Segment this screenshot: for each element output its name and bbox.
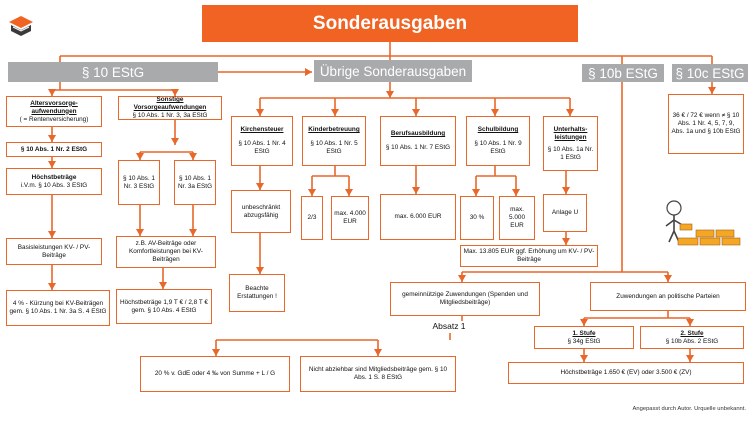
box-kuerzung: 4 % - Kürzung bei KV-Beiträgen gem. § 10… (6, 290, 110, 326)
stufe2-para: § 10b Abs. 2 EStG (665, 337, 719, 345)
box-komfort: z.B. AV-Beiträge oder Komfortleistungen … (116, 236, 216, 268)
sonstige-hb-label: Höchstbeträge 1,9 T € / 2,8 T € gem. § 1… (120, 298, 208, 314)
box-kinder-max: max. 4.000 EUR (331, 196, 369, 240)
kuerzung-label: 4 % - Kürzung bei KV-Beiträgen gem. § 10… (9, 300, 107, 315)
box-mitglieds: Nicht abziehbar sind Mitgliedsbeiträge g… (300, 356, 456, 392)
section-estg10c: § 10c EStG (672, 64, 748, 82)
box-vorsorge-hoechstbetraege: Höchstbeträge i.V.m. § 10 Abs. 3 EStG (6, 168, 102, 195)
box-anlage-u: Anlage U (543, 194, 587, 232)
beachte-label: Beachte Erstattungen ! (237, 285, 277, 300)
basisleistungen-label: Basisleistungen KV- / PV-Beiträge (17, 243, 91, 259)
box-gde: 20 % v. GdE oder 4 ‰ von Summe + L / G (140, 356, 290, 392)
kinder-max-label: max. 4.000 EUR (334, 210, 366, 225)
stufe2-title: 2. Stufe (680, 329, 704, 337)
stufe1-para: § 34g EStG (567, 337, 601, 345)
box-unterhalt: Unterhalts-leistungen § 10 Abs. 1a Nr. 1… (543, 116, 598, 171)
box-schul-pct: 30 % (460, 196, 494, 240)
max13805-label: Max. 13.805 EUR ggf. Erhöhung um KV- / P… (463, 248, 595, 263)
schul-max-label: max. 5.000 EUR (509, 206, 525, 229)
box-stufe1: 1. Stufe § 34g EStG (534, 326, 634, 349)
komfort-label: z.B. AV-Beiträge oder Komfortleistungen … (129, 240, 203, 263)
unbeschraenkt-label: unbeschränkt abzugsfähig (241, 203, 281, 219)
box-max13805: Max. 13.805 EUR ggf. Erhöhung um KV- / P… (460, 245, 598, 267)
box-vorsorge-para: § 10 Abs. 1 Nr. 2 EStG (6, 142, 102, 157)
box-parteien: Zuwendungen an politische Parteien (590, 282, 746, 311)
box-beruf-max: max. 6.000 EUR (380, 194, 456, 240)
section-uebrige: Übrige Sonderausgaben (314, 60, 472, 82)
altersvorsorge-sub: ( = Rentenversicherung) (19, 115, 89, 123)
vorsorge-hb-title: Höchstbeträge (31, 173, 77, 181)
sonstige-para: § 10 Abs. 1 Nr. 3, 3a EStG (132, 112, 208, 119)
absatz-label: Absatz 1 (412, 321, 486, 333)
box-sonstige-hoechstbetraege: Höchstbeträge 1,9 T € / 2,8 T € gem. § 1… (116, 289, 212, 324)
gde-label: 20 % v. GdE oder 4 ‰ von Summe + L / G (154, 370, 276, 377)
box-schulbildung: Schulbildung § 10 Abs. 1 Nr. 9 EStG (466, 116, 530, 166)
sonstige-title: Sonstige Vorsorgeaufwendungen (133, 96, 207, 111)
unterhalt-para: § 10 Abs. 1a Nr. 1 EStG (547, 145, 594, 161)
box-nr3a: § 10 Abs. 1 Nr. 3a EStG (174, 160, 216, 205)
pauschbetrag-label: 36 € / 72 € wenn ≠ § 10 Abs. 1 Nr. 4, 5,… (671, 112, 741, 135)
box-kirchensteuer: Kirchensteuer § 10 Abs. 1 Nr. 4 EStG (231, 116, 293, 166)
box-sonstige: Sonstige Vorsorgeaufwendungen § 10 Abs. … (118, 96, 222, 120)
kirchensteuer-para: § 10 Abs. 1 Nr. 4 EStG (238, 140, 286, 155)
page-title: Sonderausgaben (202, 5, 578, 42)
book-logo-icon (6, 8, 36, 38)
kirchensteuer-title: Kirchensteuer (240, 126, 284, 133)
kinderbetreuung-title: Kinderbetreuung (308, 126, 360, 133)
schulbildung-para: § 10 Abs. 1 Nr. 9 EStG (474, 140, 522, 155)
box-schul-max: max. 5.000 EUR (499, 196, 535, 240)
kinder-ratio-label: 2/3 (307, 214, 317, 221)
box-unbeschraenkt: unbeschränkt abzugsfähig (231, 190, 291, 233)
altersvorsorge-title: Altersvorsorge-aufwendungen (30, 99, 78, 115)
gemeinnuetzig-label: gemeinnützige Zuwendungen (Spenden und M… (402, 291, 528, 306)
nr3-label: § 10 Abs. 1 Nr. 3 EStG (123, 174, 155, 190)
nr3a-label: § 10 Abs. 1 Nr. 3a EStG (177, 174, 213, 190)
box-gemeinnuetzig: gemeinnützige Zuwendungen (Spenden und M… (390, 282, 540, 316)
section-estg10b: § 10b EStG (582, 64, 664, 82)
berufsausbildung-title: Berufsausbildung (390, 130, 446, 137)
anlage-u-label: Anlage U (551, 209, 579, 216)
section-estg10: § 10 EStG (8, 62, 218, 82)
kinderbetreuung-para: § 10 Abs. 1 Nr. 5 EStG (310, 140, 358, 155)
beruf-max-label: max. 6.000 EUR (394, 213, 442, 220)
box-berufsausbildung: Berufsausbildung § 10 Abs. 1 Nr. 7 EStG (380, 116, 456, 166)
box-kinderbetreuung: Kinderbetreuung § 10 Abs. 1 Nr. 5 EStG (302, 116, 366, 166)
stufe1-title: 1. Stufe (572, 329, 596, 337)
box-nr3: § 10 Abs. 1 Nr. 3 EStG (118, 160, 160, 205)
box-basisleistungen: Basisleistungen KV- / PV-Beiträge (6, 238, 102, 265)
schulbildung-title: Schulbildung (477, 126, 519, 133)
berufsausbildung-para: § 10 Abs. 1 Nr. 7 EStG (385, 144, 451, 151)
mitglieds-label: Nicht abziehbar sind Mitgliedsbeiträge g… (308, 366, 448, 381)
vorsorge-para-label: § 10 Abs. 1 Nr. 2 EStG (20, 145, 88, 153)
box-stufe2: 2. Stufe § 10b Abs. 2 EStG (640, 326, 744, 349)
box-hb-zv: Höchstbeträge 1.650 € (EV) oder 3.500 € … (508, 362, 744, 384)
hb-zv-label: Höchstbeträge 1.650 € (EV) oder 3.500 € … (560, 369, 692, 376)
vorsorge-hb-sub: i.V.m. § 10 Abs. 3 EStG (20, 181, 88, 189)
schul-pct-label: 30 % (469, 214, 485, 221)
unterhalt-title: Unterhalts-leistungen (553, 125, 588, 141)
box-beachte: Beachte Erstattungen ! (229, 274, 285, 312)
parteien-label: Zuwendungen an politische Parteien (616, 292, 720, 300)
source-note: Angepasst durch Autor. Urquelle unbekann… (632, 406, 746, 412)
box-kinder-ratio: 2/3 (301, 196, 323, 240)
box-altersvorsorge: Altersvorsorge-aufwendungen ( = Rentenve… (6, 96, 102, 127)
box-pauschbetrag: 36 € / 72 € wenn ≠ § 10 Abs. 1 Nr. 4, 5,… (668, 94, 744, 154)
figure-stacking-icon (660, 198, 742, 248)
